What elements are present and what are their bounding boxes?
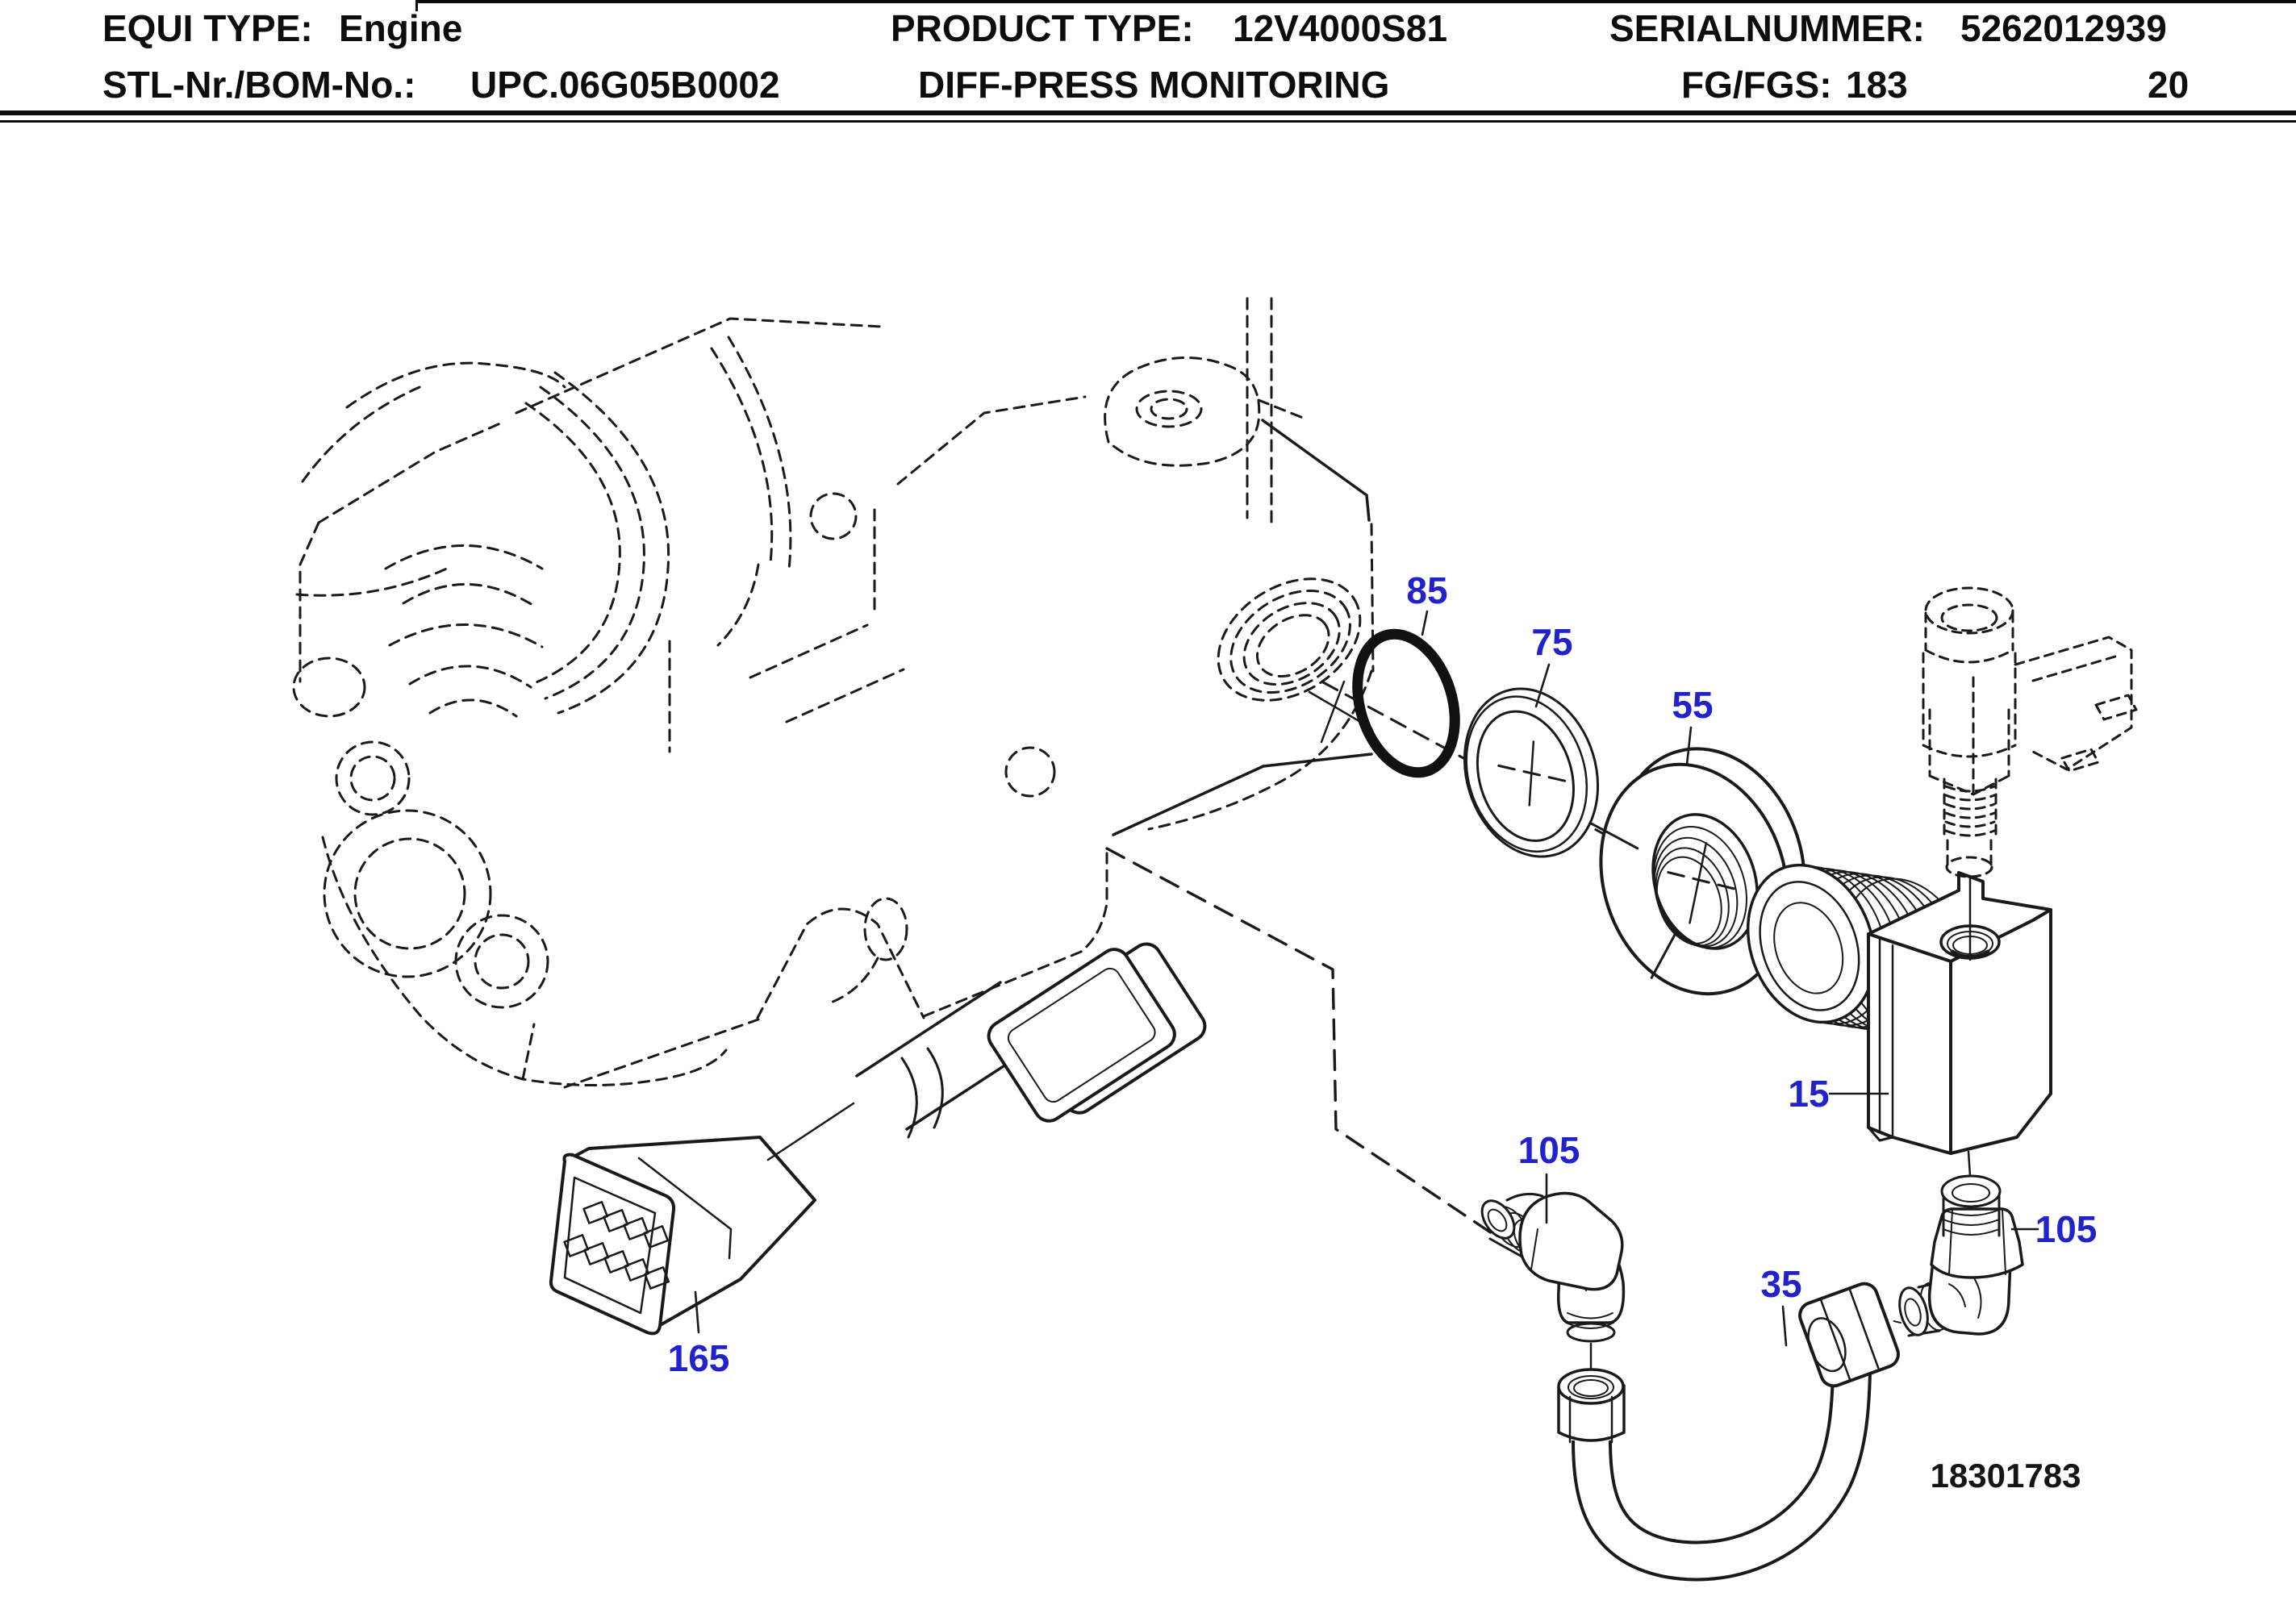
- callout-85[interactable]: 85: [1406, 569, 1447, 611]
- drawing-number: 18301783: [1931, 1457, 2081, 1495]
- mounting-leader-dashed: [1105, 847, 1501, 1240]
- bom-label: STL-Nr./BOM-No.:: [102, 64, 416, 106]
- hose-nut-35: [1557, 1368, 1626, 1444]
- page-title: DIFF-PRESS MONITORING: [918, 64, 1390, 106]
- callout-55[interactable]: 55: [1672, 684, 1713, 726]
- fg-fgs-value: 183: [1846, 64, 1908, 106]
- product-type-label: PRODUCT TYPE:: [891, 7, 1194, 49]
- page-number: 20: [2148, 64, 2190, 106]
- equi-type-label: EQUI TYPE:: [102, 7, 313, 49]
- top-border-tick: [415, 0, 418, 11]
- valve-centerline: [1967, 874, 1972, 1178]
- serial-value: 5262012939: [1960, 7, 2167, 49]
- elbow-fitting-105-right: [1879, 1174, 2024, 1337]
- pipe-union-nut: [1798, 1282, 1900, 1388]
- callout-leader-lines: [694, 610, 2039, 1347]
- cable-adapter-165: [549, 942, 1207, 1336]
- connector-pins: [563, 1201, 670, 1290]
- engine-block-hidden-outline: [292, 297, 1375, 1089]
- callout-105-left[interactable]: 105: [1518, 1129, 1580, 1171]
- product-type-value: 12V4000S81: [1233, 7, 1448, 49]
- fg-fgs-label: FG/FGS:: [1681, 64, 1832, 106]
- seal-ring-75: [1463, 687, 1600, 858]
- callout-15[interactable]: 15: [1788, 1073, 1829, 1115]
- solenoid-valve-reference: [1922, 586, 2138, 878]
- header-divider-thin: [0, 120, 2296, 123]
- elbow-fitting-105-left: [1480, 1191, 1626, 1382]
- serial-label: SERIALNUMMER:: [1609, 7, 1925, 49]
- pipe-assembly-35: [1572, 1282, 1900, 1582]
- valve-housing-block-15: [1867, 871, 2052, 1155]
- bom-value: UPC.06G05B0002: [470, 64, 780, 106]
- callout-105-right[interactable]: 105: [2035, 1208, 2098, 1250]
- equi-type-value: Engine: [339, 7, 463, 49]
- threaded-port-hidden: [1217, 577, 1362, 702]
- callout-75[interactable]: 75: [1531, 621, 1572, 663]
- o-ring-85: [1352, 628, 1460, 778]
- callout-165[interactable]: 165: [668, 1337, 730, 1379]
- top-border-line: [415, 0, 2296, 3]
- header-divider-thick: [0, 110, 2296, 115]
- cable-connector-rect: [987, 942, 1207, 1123]
- callout-35[interactable]: 35: [1760, 1263, 1801, 1305]
